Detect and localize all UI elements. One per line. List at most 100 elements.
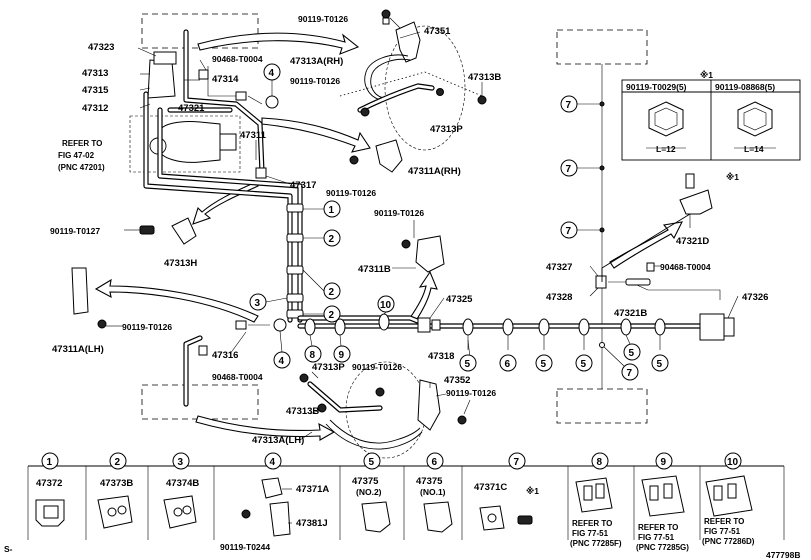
svg-text:2: 2 [329,287,335,298]
arrow-to-47351 [197,32,360,55]
svg-text:6: 6 [432,457,438,468]
svg-text:8: 8 [310,350,316,361]
label-47317: 47317 [290,180,316,191]
legend-47371A: 47371A [296,484,329,495]
circle-callout-8: 8 [304,334,322,363]
circle-callout-5d: 5 [623,334,641,361]
label-47313P-a: 47313P [430,124,463,135]
bracket-area-dashed [129,115,241,173]
svg-text:5: 5 [581,359,587,370]
svg-text:2: 2 [329,310,335,321]
svg-text:9: 9 [661,457,667,468]
label-47351: 47351 [424,26,451,37]
label-90119-T0126-d: 90119-T0126 [374,208,424,218]
label-47321D: 47321D [676,236,709,247]
circle-callout-7a: 7 [560,95,605,113]
circle-callout-2c: 2 [303,305,341,323]
label-47316: 47316 [212,350,238,361]
label-47311: 47311 [240,130,267,141]
svg-text:5: 5 [541,359,547,370]
circle-callout-7b: 7 [560,159,605,177]
circle-callout-2a: 2 [303,229,341,247]
label-90468-T0004-a: 90468-T0004 [212,54,263,64]
junction-47317 [255,167,267,179]
svg-text:2: 2 [329,234,335,245]
label-47315: 47315 [82,85,109,96]
main-view-callouts: 1 2 2 3 2 4 4 8 9 10 5 6 5 5 5 5 7 7 7 7 [249,63,669,381]
svg-text:1: 1 [47,457,53,468]
label-47311A-LH: 47311A(LH) [52,344,104,355]
svg-text:7: 7 [514,457,520,468]
legend-47371C-star: ※1 [526,486,539,496]
svg-text:2: 2 [115,457,121,468]
wheel-box-front-right [141,13,259,49]
label-47325: 47325 [446,294,473,305]
legend-47375-no2-sub: (NO.2) [356,487,382,497]
joint-47318 [417,317,431,333]
legend-9-ref1: REFER TO [638,523,678,532]
label-90119-T0126-e: 90119-T0126 [122,322,172,332]
svg-text:5: 5 [465,359,471,370]
hose-47313A-rh-2 [370,58,411,99]
circle-callout-2b: 2 [302,269,341,300]
label-47313A-RH: 47313A(RH) [290,56,343,67]
legend-47372: 47372 [36,478,62,489]
label-47328: 47328 [546,292,572,303]
legend-9-ref2: FIG 77-51 [638,533,675,542]
joint-47313H [171,217,197,245]
svg-text:3: 3 [178,457,184,468]
arrow-to-47311A-RH [261,117,371,153]
bracket-47321D [679,189,713,215]
circle-callout-5e: 5 [651,335,669,372]
line-47313P-rh [357,83,435,113]
hose-47313A-lh [329,419,421,444]
label-star-47321D: ※1 [726,172,739,182]
label-90119-T0127: 90119-T0127 [50,226,100,236]
label-47311A-RH: 47311A(RH) [408,166,461,177]
circle-callout-1: 1 [303,200,341,218]
caliper-47351 [395,21,421,63]
circle-callout-10: 10 [377,295,395,315]
bolt-90119-T0126-a [381,9,391,19]
label-47326: 47326 [742,292,768,303]
hose-47313A-rh [364,54,409,101]
circle-callout-5a: 5 [459,335,477,372]
legend-47373B: 47373B [100,478,133,489]
bolt-table-col1-len: L=12 [656,144,676,154]
label-47314: 47314 [212,74,239,85]
label-47313H: 47313H [164,258,197,269]
legend-8-ref1: REFER TO [572,519,612,528]
svg-text:6: 6 [505,359,511,370]
wheel-box-rear-top [556,29,648,65]
arrow-to-47311A-LH [94,278,259,323]
label-47311B: 47311B [358,264,391,275]
clamp-47373B-b [286,265,304,275]
label-47312: 47312 [82,103,108,114]
label-47321B: 47321B [614,308,647,319]
corner-mark: S- [4,544,13,554]
label-47323: 47323 [88,42,114,53]
legend-47381J: 47381J [296,518,328,529]
circle-callout-7d: 7 [599,342,639,381]
label-90119-T0126-b: 90119-T0126 [290,76,340,86]
clip-90468-T0004-c [646,262,655,272]
label-90119-T0126-a: 90119-T0126 [298,14,348,24]
circle-callout-3: 3 [249,293,288,311]
bolt-size-table: ※1 90119-T0029(5) 90119-08868(5) L=12 L=… [621,70,801,161]
legend-47371C: 47371C [474,482,507,493]
label-90468-T0004-b: 90468-T0004 [212,372,263,382]
label-90119-T0126-g: 90119-T0126 [446,388,496,398]
clamp-47374B [286,293,304,303]
flex-hose-47321B [625,278,651,286]
circle-callout-5c: 5 [575,335,593,372]
clip-icon-47371A [261,477,283,499]
legend-8-ref2: FIG 77-51 [572,529,609,538]
svg-text:7: 7 [566,100,572,111]
legend-9-ref3: (PNC 77285G) [636,543,689,552]
label-47313: 47313 [82,68,108,79]
bolt-47313B-rh [477,95,487,105]
label-47313B-b: 47313B [286,406,319,417]
refer-line3: (PNC 47201) [58,163,105,172]
svg-text:9: 9 [339,350,345,361]
